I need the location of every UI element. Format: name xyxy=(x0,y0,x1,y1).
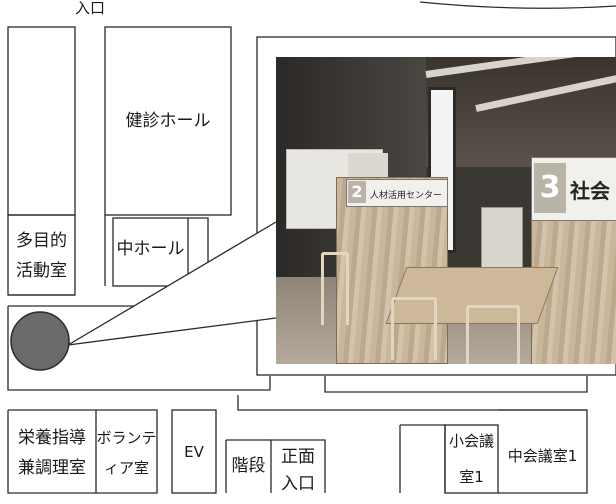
mid-meeting-label: 中会議室1 xyxy=(507,447,578,465)
corridor-edges xyxy=(8,215,106,296)
front-entrance-label-line1: 正面 xyxy=(281,447,315,467)
callout-pointer-bottom xyxy=(67,317,277,346)
mid-meeting-room xyxy=(498,409,588,494)
small-meeting-label-line1: 小会議 xyxy=(448,432,494,450)
kenshin-hall-label: 健診ホール xyxy=(125,111,211,131)
small-meeting-label-line2: 室1 xyxy=(459,468,484,486)
photo-ceiling xyxy=(426,57,616,167)
tamokuteki-label-line1: 多目的 xyxy=(16,231,67,251)
front-entrance-room xyxy=(271,439,326,493)
volunteer-room xyxy=(96,409,158,494)
photo-chair xyxy=(466,305,520,364)
front-entrance-label-line2: 入口 xyxy=(281,474,315,494)
corridor-lower xyxy=(7,306,271,391)
callout-frame xyxy=(256,36,616,376)
location-marker xyxy=(10,311,70,371)
tamokuteki-label-line2: 活動室 xyxy=(16,261,67,281)
small-meeting-room xyxy=(444,424,499,494)
booth-3-number: 3 xyxy=(534,163,566,213)
ev-label: EV xyxy=(184,443,204,461)
ev-room xyxy=(171,409,217,494)
naka-hall-label: 中ホール xyxy=(116,239,185,259)
callout-pointer-top xyxy=(67,221,277,346)
booth-2-number: 2 xyxy=(348,181,366,203)
left-top-room xyxy=(7,26,76,216)
top-curve xyxy=(419,1,616,9)
volunteer-label-line2: ィア室 xyxy=(103,459,149,477)
corridor-lower-right xyxy=(324,376,588,393)
eiyou-label-line1: 栄養指導 xyxy=(18,428,86,448)
photo-chair xyxy=(321,252,349,325)
booth-3-sign-text: 社会 xyxy=(570,179,610,203)
booth-2-sign-text: 人材活用センター xyxy=(370,191,443,201)
stairs-label: 階段 xyxy=(231,456,266,476)
booth-photo: 2 人材活用センター 3 社会 xyxy=(276,57,616,364)
small-room-a xyxy=(399,424,446,493)
bottom-corridor-line xyxy=(237,395,587,411)
wall-outlines xyxy=(7,1,616,494)
eiyou-label-line2: 兼調理室 xyxy=(18,458,86,478)
photo-chair xyxy=(391,297,437,360)
photo-copier xyxy=(481,207,523,269)
naka-hall-room xyxy=(112,217,189,287)
kenshin-hall-room xyxy=(104,26,232,216)
entrance-top-label: 入口 xyxy=(74,0,105,17)
volunteer-label-line1: ボランテ xyxy=(96,429,157,447)
